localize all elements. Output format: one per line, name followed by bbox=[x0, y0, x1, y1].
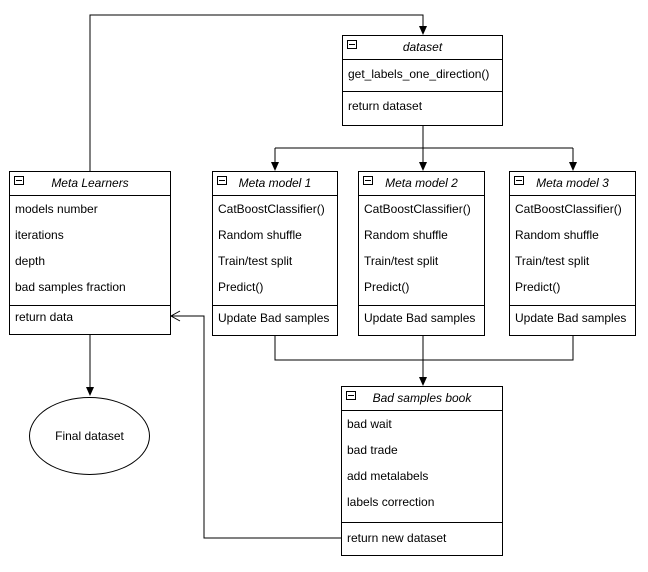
meta-model-field: Random shuffle bbox=[364, 228, 448, 242]
meta-learners-return: return data bbox=[15, 310, 74, 324]
collapse-icon[interactable] bbox=[14, 176, 24, 185]
meta-learners-header: Meta Learners bbox=[10, 172, 170, 196]
meta-learners-field: bad samples fraction bbox=[15, 280, 126, 294]
meta-model-field: CatBoostClassifier() bbox=[218, 202, 325, 216]
meta-model-title: Meta model 3 bbox=[536, 176, 609, 190]
meta-model-field: Random shuffle bbox=[218, 228, 302, 242]
dataset-header: dataset bbox=[343, 36, 502, 60]
final-dataset-label: Final dataset bbox=[55, 429, 124, 443]
collapse-icon[interactable] bbox=[514, 176, 524, 185]
dataset-return: return dataset bbox=[348, 99, 423, 113]
meta-learners-field: models number bbox=[15, 202, 98, 216]
meta-model-field: Predict() bbox=[364, 280, 410, 294]
meta-model-field: Train/test split bbox=[515, 254, 590, 268]
bad-samples-field: labels correction bbox=[347, 495, 435, 509]
meta-learners-field: iterations bbox=[15, 228, 64, 242]
meta-model-title: Meta model 1 bbox=[238, 176, 312, 190]
bad-samples-title: Bad samples book bbox=[372, 391, 472, 405]
bad-samples-book-class: Bad samples book bad wait bad trade add … bbox=[341, 386, 503, 556]
dataset-title: dataset bbox=[402, 40, 443, 54]
meta-model-field: CatBoostClassifier() bbox=[515, 202, 622, 216]
meta-model-return: Update Bad samples bbox=[364, 311, 476, 325]
collapse-icon[interactable] bbox=[217, 176, 227, 185]
collapse-icon[interactable] bbox=[346, 391, 356, 400]
edge-dataset-to-models bbox=[275, 126, 573, 149]
divider bbox=[342, 522, 502, 523]
meta-model-return: Update Bad samples bbox=[218, 311, 330, 325]
meta-model-header: Meta model 1 bbox=[213, 172, 337, 196]
final-dataset-node: Final dataset bbox=[29, 397, 150, 475]
divider bbox=[359, 305, 484, 306]
meta-model-header: Meta model 2 bbox=[359, 172, 484, 196]
bad-samples-return: return new dataset bbox=[347, 531, 447, 545]
edge-learners-to-dataset bbox=[89, 14, 427, 171]
edge-bad-samples-to-learners bbox=[169, 310, 341, 539]
meta-model-field: Predict() bbox=[515, 280, 561, 294]
meta-learners-class: Meta Learners models number iterations d… bbox=[9, 171, 171, 335]
edge-models-to-bad-samples bbox=[274, 336, 574, 385]
meta-learners-title: Meta Learners bbox=[51, 176, 129, 190]
bad-samples-field: bad trade bbox=[347, 443, 398, 457]
divider bbox=[343, 91, 502, 92]
bad-samples-header: Bad samples book bbox=[342, 387, 502, 411]
meta-model-header: Meta model 3 bbox=[510, 172, 635, 196]
bad-samples-field: add metalabels bbox=[347, 469, 429, 483]
divider bbox=[510, 305, 635, 306]
collapse-icon[interactable] bbox=[347, 40, 357, 49]
meta-model-field: Train/test split bbox=[364, 254, 439, 268]
meta-model-1-class: Meta model 1 CatBoostClassifier() Random… bbox=[212, 171, 338, 336]
divider bbox=[10, 305, 170, 306]
meta-model-field: Train/test split bbox=[218, 254, 293, 268]
meta-model-return: Update Bad samples bbox=[515, 311, 627, 325]
meta-model-3-class: Meta model 3 CatBoostClassifier() Random… bbox=[509, 171, 636, 336]
divider bbox=[213, 305, 337, 306]
meta-model-field: Random shuffle bbox=[515, 228, 599, 242]
meta-model-2-class: Meta model 2 CatBoostClassifier() Random… bbox=[358, 171, 485, 336]
meta-model-field: CatBoostClassifier() bbox=[364, 202, 471, 216]
bad-samples-field: bad wait bbox=[347, 417, 392, 431]
meta-model-field: Predict() bbox=[218, 280, 264, 294]
dataset-class: dataset get_labels_one_direction() retur… bbox=[342, 35, 503, 126]
meta-learners-field: depth bbox=[15, 254, 46, 268]
dataset-method: get_labels_one_direction() bbox=[348, 67, 490, 81]
collapse-icon[interactable] bbox=[363, 176, 373, 185]
meta-model-title: Meta model 2 bbox=[385, 176, 458, 190]
